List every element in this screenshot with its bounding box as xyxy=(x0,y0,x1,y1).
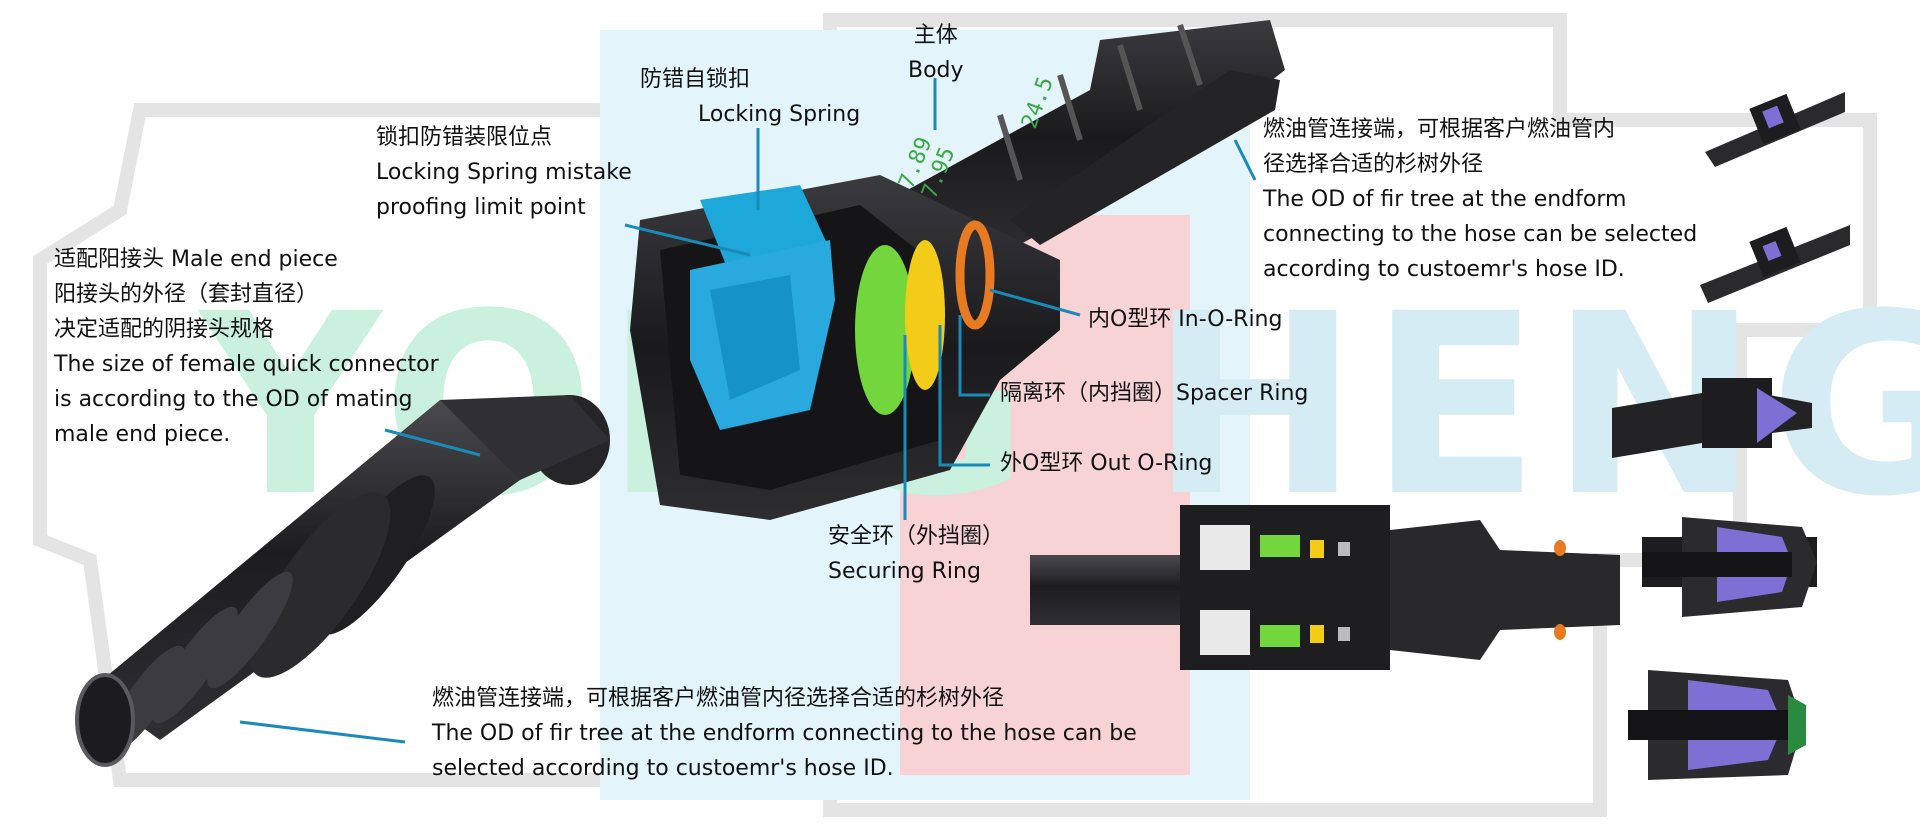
cross-section-view xyxy=(1030,505,1620,670)
label-securing-ring: 安全环（外挡圈） Securing Ring xyxy=(828,519,1004,589)
securing-ring-part xyxy=(855,245,915,415)
label-body-en: Body xyxy=(908,58,964,83)
label-securing-ring-en: Securing Ring xyxy=(828,559,981,584)
label-limit-point-en1: Locking Spring mistake xyxy=(376,160,632,185)
label-limit-point: 锁扣防错装限位点 Locking Spring mistake proofing… xyxy=(376,120,632,225)
label-endform-top: 燃油管连接端，可根据客户燃油管内 径选择合适的杉树外径 The OD of fi… xyxy=(1263,112,1697,287)
locking-spring-part xyxy=(690,185,835,430)
label-endform-bottom-cn: 燃油管连接端，可根据客户燃油管内径选择合适的杉树外径 xyxy=(432,686,1005,711)
label-limit-point-en2: proofing limit point xyxy=(376,195,586,220)
label-endform-bottom-en1: The OD of fir tree at the endform connec… xyxy=(432,721,1137,746)
label-endform-bottom-en2: selected according to custoemr's hose ID… xyxy=(432,756,894,781)
label-body-cn: 主体 xyxy=(913,23,958,48)
label-endform-top-cn1: 燃油管连接端，可根据客户燃油管内 xyxy=(1263,117,1616,142)
spacer-ring-part xyxy=(905,240,945,390)
label-limit-point-cn: 锁扣防错装限位点 xyxy=(376,125,553,150)
label-male-end-cn3: 决定适配的阴接头规格 xyxy=(54,317,275,342)
thumbnail-3 xyxy=(1612,378,1812,458)
label-endform-top-en2: connecting to the hose can be selected xyxy=(1263,222,1698,247)
label-endform-bottom: 燃油管连接端，可根据客户燃油管内径选择合适的杉树外径 The OD of fir… xyxy=(432,681,1137,786)
label-out-oring: 外O型环 Out O-Ring xyxy=(1000,451,1213,476)
label-locking-spring-en: Locking Spring xyxy=(698,102,861,127)
label-locking-spring: 防错自锁扣 Locking Spring xyxy=(640,62,860,132)
thumbnail-4 xyxy=(1642,517,1817,617)
label-endform-top-en3: according to custoemr's hose ID. xyxy=(1263,257,1625,282)
label-male-end-en3: male end piece. xyxy=(54,422,231,447)
label-male-end-en2: is according to the OD of mating xyxy=(54,387,413,412)
thumbnail-2 xyxy=(1700,225,1850,303)
leader-lines xyxy=(239,78,1257,744)
label-spacer-ring: 隔离环（内挡圈）Spacer Ring xyxy=(1000,381,1309,406)
label-securing-ring-cn: 安全环（外挡圈） xyxy=(828,524,1005,549)
male-end-piece xyxy=(75,395,610,767)
label-male-end-cn2: 阳接头的外径（套封直径） xyxy=(54,282,319,307)
label-male-end-en1: The size of female quick connector xyxy=(54,352,439,377)
label-male-end: 适配阳接头 Male end piece 阳接头的外径（套封直径） 决定适配的阴… xyxy=(54,242,439,452)
label-male-end-cn1: 适配阳接头 Male end piece xyxy=(54,247,338,272)
label-endform-top-cn2: 径选择合适的杉树外径 xyxy=(1263,152,1484,177)
label-in-oring: 内O型环 In-O-Ring xyxy=(1088,307,1283,332)
label-endform-top-en1: The OD of fir tree at the endform xyxy=(1263,187,1627,212)
label-locking-spring-cn: 防错自锁扣 xyxy=(640,67,751,92)
connector-fir-tree xyxy=(880,20,1285,255)
thumbnail-5 xyxy=(1628,670,1806,780)
in-oring-part xyxy=(955,220,995,330)
label-body: 主体 Body xyxy=(908,18,964,88)
thumbnail-1 xyxy=(1705,92,1845,167)
